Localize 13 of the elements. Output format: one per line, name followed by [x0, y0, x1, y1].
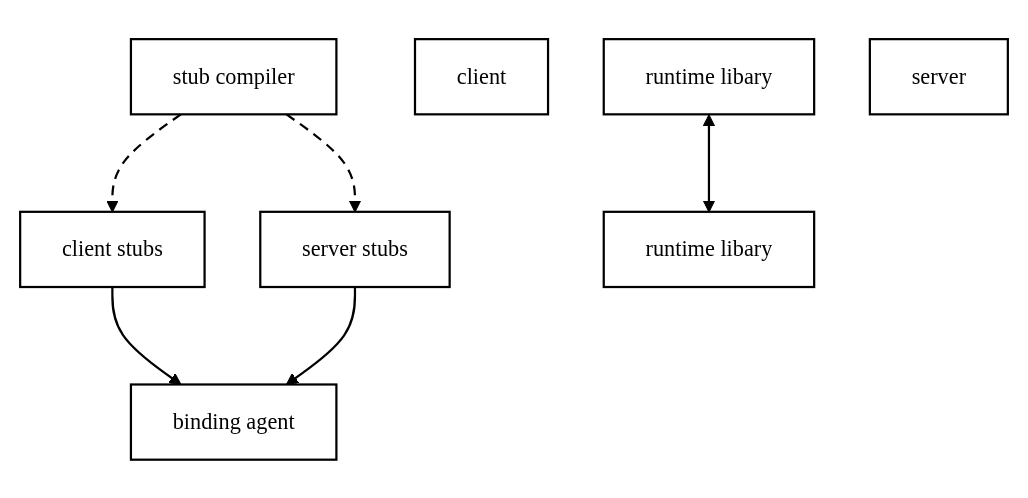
arrow — [106, 113, 182, 212]
arrow — [285, 286, 357, 385]
arrow — [285, 113, 362, 212]
arrow — [702, 113, 716, 212]
node-box: stub compiler — [129, 37, 338, 116]
node-box: server — [868, 37, 1009, 116]
node-box: client — [413, 37, 550, 116]
node-box: binding agent — [129, 382, 338, 461]
node-box: runtime libary — [602, 210, 816, 288]
node-box: runtime libary — [602, 37, 816, 116]
node-box: client stubs — [19, 210, 206, 288]
arrow — [111, 286, 182, 385]
node-box: server stubs — [259, 210, 451, 288]
